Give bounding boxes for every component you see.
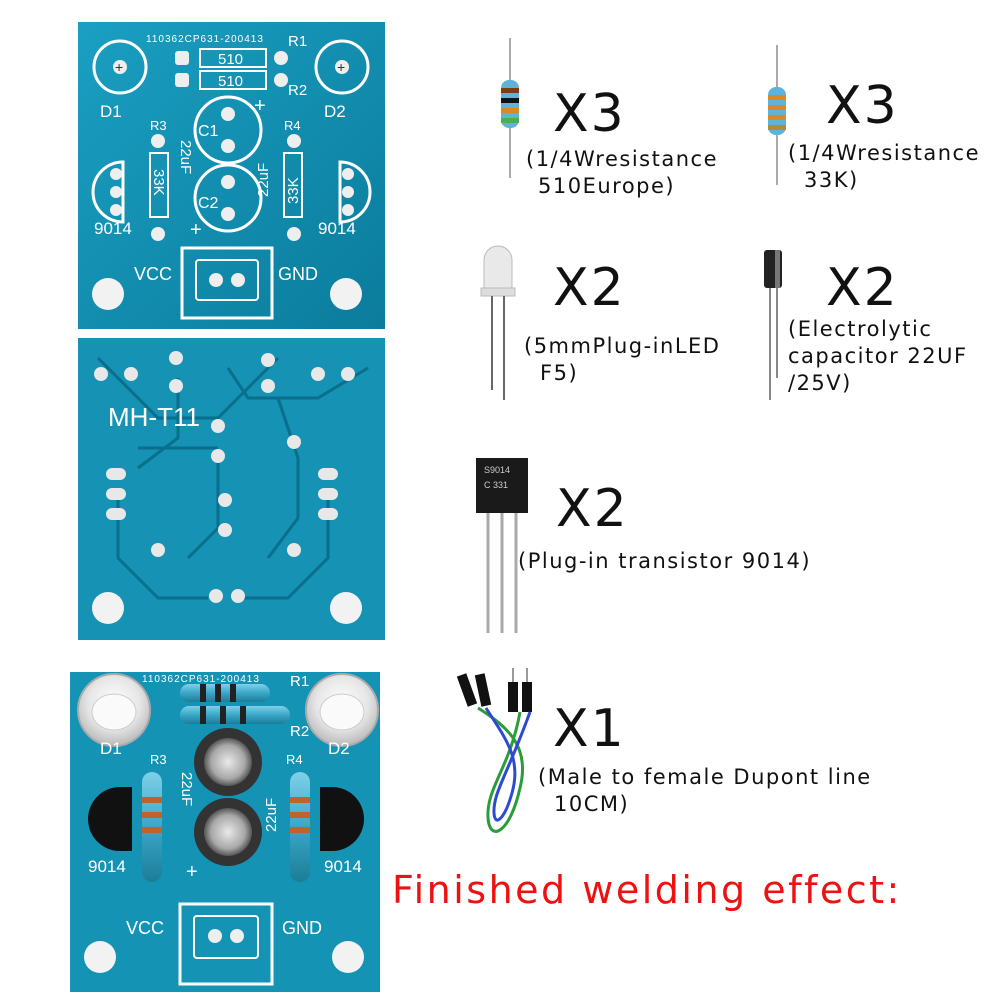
desc-transistor-line1: (Plug-in transistor 9014): [518, 549, 812, 573]
desc-capacitor: (Electrolytic capacitor 22UF /25V): [788, 316, 968, 397]
r1-label: R1: [288, 33, 307, 50]
qty-capacitor: X2: [826, 258, 899, 318]
qty-led: X2: [553, 258, 626, 318]
desc-capacitor-line3: /25V): [788, 371, 852, 395]
resistor-33k-icon: [768, 45, 786, 185]
r1-value: 510: [218, 51, 243, 68]
c1-value: 22uF: [177, 140, 194, 174]
c1-label: C1: [198, 123, 219, 140]
finished-d2-label: D2: [328, 739, 350, 758]
desc-resistor-510: (1/4Wresistance 510Europe): [526, 146, 718, 200]
desc-resistor-33k-line2: 33K): [804, 168, 859, 192]
r3-value: 33K: [150, 169, 167, 196]
board-model-label: MH-T11: [108, 402, 200, 432]
dupont-wire-icon: [456, 668, 532, 833]
d2-label: D2: [324, 102, 346, 121]
desc-capacitor-line1: (Electrolytic: [788, 317, 933, 341]
c1-plus: +: [254, 95, 266, 117]
q1-label: 9014: [94, 219, 132, 238]
finished-cap-a-label: 22uF: [178, 772, 195, 806]
finished-led-right: [305, 673, 379, 747]
finished-plus: +: [186, 861, 198, 883]
d1-label: D1: [100, 102, 122, 121]
serial-text: 110362CP631-200413: [146, 34, 264, 45]
finished-cap-b-label: 22uF: [263, 798, 280, 832]
finished-vcc-label: VCC: [126, 918, 164, 938]
r2-label: R2: [288, 82, 307, 99]
c2-value: 22uF: [255, 163, 272, 197]
r4-label: R4: [284, 118, 301, 133]
finished-led-left: [77, 673, 151, 747]
vcc-label: VCC: [134, 264, 172, 284]
desc-resistor-510-line1: (1/4Wresistance: [526, 147, 718, 171]
c2-label: C2: [198, 195, 219, 212]
desc-dupont-wire: (Male to female Dupont line 10CM): [538, 764, 872, 818]
r2-value: 510: [218, 73, 243, 90]
transistor-marking-2: C 331: [484, 480, 508, 490]
desc-capacitor-line2: capacitor 22UF: [788, 344, 968, 368]
finished-r4-label: R4: [286, 752, 303, 767]
finished-r3-label: R3: [150, 752, 167, 767]
finished-r1-label: R1: [290, 673, 309, 690]
svg-text:+: +: [337, 59, 345, 75]
q2-label: 9014: [318, 219, 356, 238]
desc-resistor-33k: (1/4Wresistance 33K): [788, 140, 980, 194]
finished-capacitor-c2: [194, 798, 262, 866]
finished-capacitor-c1: [194, 728, 262, 796]
c2-plus: +: [190, 219, 202, 241]
qty-resistor-33k: X3: [826, 76, 899, 136]
gnd-label: GND: [278, 264, 318, 284]
finished-gnd-label: GND: [282, 918, 322, 938]
finished-q2-label: 9014: [324, 857, 362, 876]
finished-serial-text: 110362CP631-200413: [142, 674, 260, 685]
desc-led-line2: F5): [540, 361, 579, 385]
desc-led: (5mmPlug-inLED F5): [524, 333, 720, 387]
desc-resistor-510-line2: 510Europe): [538, 174, 676, 198]
svg-text:+: +: [115, 59, 123, 75]
pcb-finished-board: 110362CP631-200413 R1 R2 D1 D2 R3 R4 22u…: [70, 672, 380, 992]
finished-effect-label: Finished welding effect:: [392, 868, 902, 912]
desc-dupont-wire-line2: 10CM): [554, 792, 630, 816]
transistor-marking-1: S9014: [484, 465, 510, 475]
r3-label: R3: [150, 118, 167, 133]
qty-dupont-wire: X1: [553, 699, 626, 759]
pcb-front-board: + + 110362CP631-200413 R1 510 510 R2 D1 …: [78, 22, 385, 329]
desc-transistor: (Plug-in transistor 9014): [518, 548, 811, 575]
capacitor-icon: [764, 250, 782, 400]
resistor-510-icon: [501, 38, 519, 178]
qty-resistor-510: X3: [553, 84, 626, 144]
transistor-icon: S9014 C 331: [476, 458, 528, 633]
desc-resistor-33k-line1: (1/4Wresistance: [788, 141, 980, 165]
desc-dupont-wire-line1: (Male to female Dupont line: [538, 765, 872, 789]
pcb-back-board: MH-T11: [78, 338, 385, 640]
led-icon: [480, 245, 516, 400]
finished-d1-label: D1: [100, 739, 122, 758]
finished-q1-label: 9014: [88, 857, 126, 876]
desc-led-line1: (5mmPlug-inLED: [524, 334, 721, 358]
finished-r2-label: R2: [290, 723, 309, 740]
qty-transistor: X2: [556, 479, 629, 539]
r4-value: 33K: [285, 177, 302, 204]
